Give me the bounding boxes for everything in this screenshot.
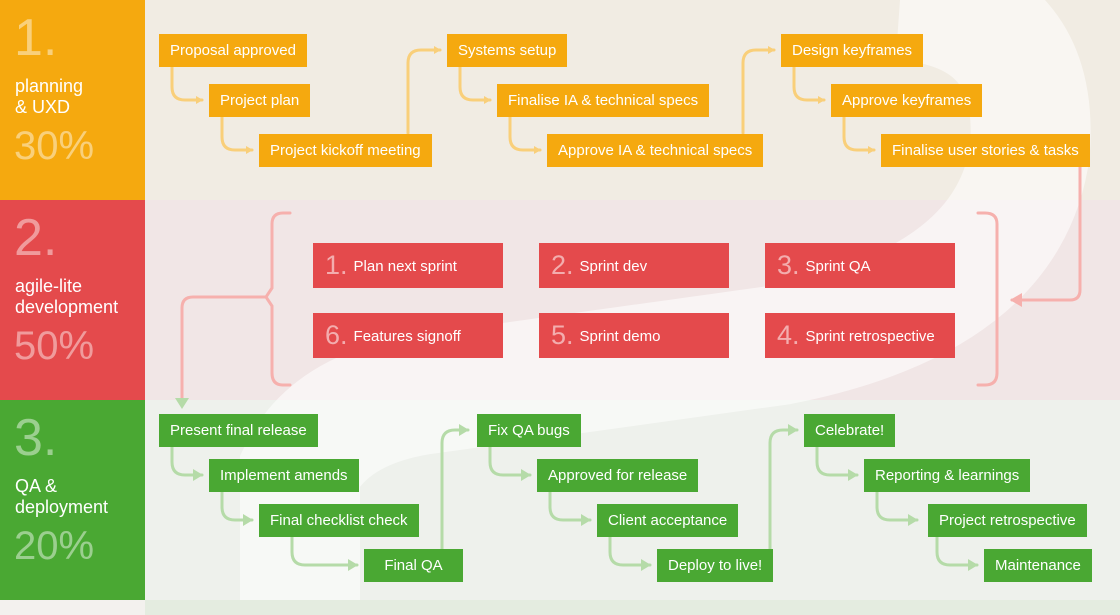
task-approved-for-release: Approved for release [537, 459, 699, 492]
task-client-acceptance: Client acceptance [597, 504, 739, 537]
phase-planning: 1. planning & UXD 30% [0, 0, 145, 200]
task-finalise-user-stories: Finalise user stories & tasks [881, 134, 1090, 167]
phase-number: 1. [14, 9, 58, 67]
sprint-step: 2. Sprint dev [539, 243, 729, 288]
connector [458, 65, 492, 104]
sprint-step-number: 2. [551, 250, 574, 280]
sprint-bracket-left [264, 211, 292, 387]
connector [792, 65, 826, 104]
connector [548, 490, 592, 526]
sprint-step: 1. Plan next sprint [313, 243, 503, 288]
sprint-step-number: 1. [325, 250, 348, 280]
sprint-step-label: Sprint retrospective [805, 328, 935, 345]
connector [180, 295, 268, 400]
sprint-step-number: 5. [551, 320, 574, 350]
connector [842, 115, 876, 154]
connector [508, 115, 542, 154]
task-maintenance: Maintenance [984, 549, 1092, 582]
phase-name: planning & UXD [15, 76, 84, 117]
phase-percent: 30% [14, 124, 95, 168]
connector [488, 445, 532, 481]
task-final-qa: Final QA [364, 549, 463, 582]
connector [220, 115, 254, 154]
task-design-keyframes: Design keyframes [781, 34, 924, 67]
connector [170, 65, 204, 104]
phase-number: 2. [14, 209, 58, 267]
sprint-step-label: Sprint demo [579, 328, 661, 345]
phase-name: QA & deployment [15, 476, 109, 517]
connector [440, 424, 470, 552]
phase-qa: 3. QA & deployment 20% [0, 400, 145, 600]
arrow-head [175, 398, 189, 409]
connector [875, 490, 919, 526]
sprint-step: 5. Sprint demo [539, 313, 729, 358]
task-finalise-ia: Finalise IA & technical specs [497, 84, 710, 117]
sprint-step-number: 3. [777, 250, 800, 280]
sprint-step-label: Features signoff [353, 328, 461, 345]
task-reporting-learnings: Reporting & learnings [864, 459, 1031, 492]
connector [1010, 165, 1082, 307]
task-proposal-approved: Proposal approved [159, 34, 307, 67]
task-celebrate: Celebrate! [804, 414, 896, 447]
sprint-step-number: 6. [325, 320, 348, 350]
task-systems-setup: Systems setup [447, 34, 568, 67]
connector [220, 490, 254, 526]
phase-percent: 20% [14, 524, 95, 568]
connector [608, 535, 652, 571]
sprint-step-label: Plan next sprint [353, 258, 457, 275]
sprint-step-number: 4. [777, 320, 800, 350]
phase-number: 3. [14, 409, 58, 467]
phase-name: agile-lite development [15, 276, 119, 317]
task-implement-amends: Implement amends [209, 459, 359, 492]
connector [170, 445, 204, 481]
connector [768, 424, 799, 552]
sprint-step-label: Sprint dev [579, 258, 648, 275]
connector [290, 535, 359, 571]
sprint-step: 6. Features signoff [313, 313, 503, 358]
task-project-plan: Project plan [209, 84, 311, 117]
task-kickoff-meeting: Project kickoff meeting [259, 134, 432, 167]
task-final-checklist: Final checklist check [259, 504, 419, 537]
task-deploy-to-live: Deploy to live! [657, 549, 774, 582]
connector [406, 46, 442, 135]
connector [935, 535, 979, 571]
phase-development: 2. agile-lite development 50% [0, 200, 145, 400]
connector [815, 445, 859, 481]
sprint-step: 4. Sprint retrospective [765, 313, 955, 358]
task-fix-qa-bugs: Fix QA bugs [477, 414, 581, 447]
sprint-step-label: Sprint QA [805, 258, 871, 275]
task-approve-ia: Approve IA & technical specs [547, 134, 764, 167]
connector [741, 46, 776, 135]
task-present-final-release: Present final release [159, 414, 318, 447]
phase-percent: 50% [14, 324, 95, 368]
task-approve-keyframes: Approve keyframes [831, 84, 983, 117]
sprint-bracket-right [976, 211, 999, 387]
task-project-retrospective: Project retrospective [928, 504, 1087, 537]
sprint-step: 3. Sprint QA [765, 243, 955, 288]
